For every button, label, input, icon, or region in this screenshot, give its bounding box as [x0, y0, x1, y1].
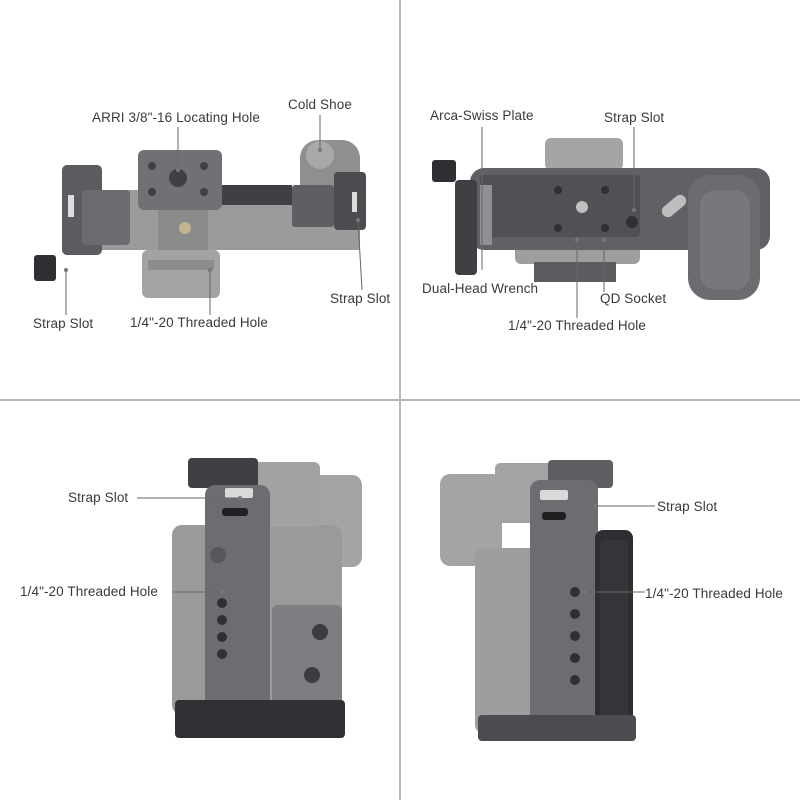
horizontal-divider — [0, 399, 800, 401]
label-threaded-hole-right-side: 1/4"-20 Threaded Hole — [645, 586, 783, 601]
label-dual-head-wrench: Dual-Head Wrench — [422, 281, 539, 296]
leader-lines — [64, 115, 655, 594]
label-arri-locating-hole: ARRI 3/8"-16 Locating Hole — [92, 110, 260, 125]
label-strap-slot-left: Strap Slot — [33, 316, 94, 331]
label-qd-socket: QD Socket — [600, 291, 667, 306]
left-side-view-camera-with-cage — [172, 458, 362, 738]
label-threaded-hole-left-side: 1/4"-20 Threaded Hole — [20, 584, 158, 599]
label-strap-slot-bottom-view: Strap Slot — [604, 110, 665, 125]
top-view-camera-with-cage — [34, 140, 366, 298]
label-strap-slot-left-side: Strap Slot — [68, 490, 129, 505]
label-cold-shoe: Cold Shoe — [288, 97, 352, 112]
label-arca-swiss-plate: Arca-Swiss Plate — [430, 108, 534, 123]
label-threaded-hole-top: 1/4"-20 Threaded Hole — [130, 315, 268, 330]
label-strap-slot-right: Strap Slot — [330, 291, 391, 306]
right-side-view-camera-with-cage — [440, 460, 636, 741]
bottom-view-camera-with-cage — [432, 138, 770, 300]
label-threaded-hole-bottom-view: 1/4"-20 Threaded Hole — [508, 318, 646, 333]
label-strap-slot-right-side: Strap Slot — [657, 499, 718, 514]
